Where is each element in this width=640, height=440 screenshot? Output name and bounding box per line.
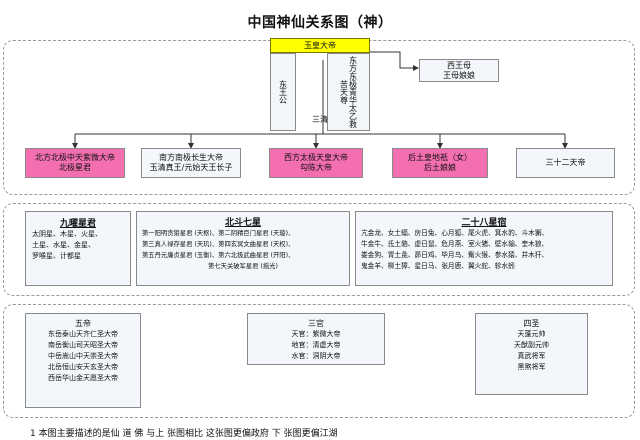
- ziwei-dadi-alias: 北极星君: [59, 163, 91, 172]
- wudi-row: 西岳华山金天愿圣大帝: [48, 374, 118, 382]
- jiuyao-row: 太阴星、木星、火星、: [32, 230, 102, 238]
- wudi-title: 五帝: [75, 319, 91, 328]
- wangmu-niangniang-label: 王母娘娘: [443, 70, 475, 80]
- ershiba-row: 娄金狗、胃土彘、昴日鸡、毕月乌、觜火猴、参水猿、井木犴、: [361, 251, 549, 259]
- sisheng-row: 黑煞将军: [517, 363, 546, 371]
- beidou-row: 第五丹元廉贞星君 (玉衡)、第六北极武曲星君 (开阳)、: [142, 252, 295, 259]
- jiuyao-row: 罗喉星、计都星: [32, 252, 81, 260]
- sisheng-box: 四圣 天蓬元帅 天猷副元帅 真武将军 黑煞将军: [475, 313, 588, 395]
- tianhuang-dadi-alias: 勾陈大帝: [300, 163, 332, 172]
- wudi-row: 南岳衡山司天昭圣大帝: [48, 341, 118, 349]
- dongfang-tianzun-box: 东方东极青华太乙救苦天尊: [327, 53, 370, 131]
- tianhuang-dadi-title: 西方太极天皇大帝: [284, 153, 348, 162]
- sanguan-row: 地官：清虚大帝: [291, 341, 341, 349]
- wudi-row: 中岳嵩山中天崇圣大帝: [48, 352, 118, 360]
- diagram-title: 中国神仙关系图（神）: [247, 15, 393, 31]
- sanguan-title: 三官: [308, 319, 324, 328]
- houtu-box: 后土皇地祇（女） 后土娘娘: [392, 148, 488, 178]
- ershiba-xingxiu-box: 二十八星宿 亢金龙、女土蝠、房日兔、心月狐、尾火虎、箕水豹、斗木獬、 牛金牛、氐…: [355, 211, 613, 286]
- dongwanggong-box: 东王公: [270, 53, 296, 131]
- xiwangmu-label: 西王母: [447, 60, 471, 70]
- sanguan-row: 天官：紫微大帝: [291, 330, 341, 338]
- beidou-title: 北斗七星: [224, 218, 261, 228]
- jiuyao-row: 土星、水星、金星、: [32, 241, 95, 249]
- jiuyao-box: 九曜星君 太阴星、木星、火星、 土星、水星、金星、 罗喉星、计都星: [25, 211, 131, 286]
- footer-note: 1 本图主要描述的是仙 道 佛 与上 张图相比 这张图更偏政府 下 张图更偏江湖: [30, 429, 338, 439]
- ershiba-row: 亢金龙、女土蝠、房日兔、心月狐、尾火虎、箕水豹、斗木獬、: [361, 229, 549, 237]
- beidou-box: 北斗七星 第一阳明贪狼星君 (天枢)、第二阴精巨门星君 (天璇)、 第三真人禄存…: [136, 211, 350, 286]
- sisheng-row: 真武将军: [517, 352, 546, 360]
- ershiba-xingxiu-title: 二十八星宿: [461, 218, 507, 228]
- sanguan-row: 水官：洞阴大帝: [291, 352, 341, 360]
- ziwei-dadi-title: 北方北极中天紫微大帝: [35, 153, 115, 162]
- yuhuang-dadi-label: 玉皇大帝: [304, 40, 336, 50]
- beidou-row: 第三真人禄存星君 (天玑)、第四玄冥文曲星君 (天权)、: [142, 241, 295, 248]
- sanguan-box: 三官 天官：紫微大帝 地官：清虚大帝 水官：洞阴大帝: [247, 313, 385, 365]
- changsheng-dadi-title: 南方南极长生大帝: [159, 153, 223, 162]
- tianhuang-dadi-box: 西方太极天皇大帝 勾陈大帝: [269, 148, 363, 178]
- changsheng-dadi-box: 南方南极长生大帝 玉清真王/元始天王长子: [141, 148, 241, 178]
- section-emperors-officials: [3, 304, 635, 418]
- sanqing-label: 三清: [312, 115, 328, 124]
- jiuyao-title: 九曜星君: [59, 219, 96, 229]
- sanshier-tiandi-box: 三十二天帝: [516, 148, 615, 178]
- sisheng-row: 天猷副元帅: [514, 341, 549, 349]
- dongfang-tianzun-label: 东方东极青华太乙救苦天尊: [339, 56, 358, 128]
- wudi-row: 北岳恒山安天玄圣大帝: [48, 363, 118, 371]
- wudi-row: 东岳泰山天齐仁圣大帝: [48, 330, 118, 338]
- dongwanggong-label: 东王公: [278, 80, 288, 104]
- ershiba-row: 牛金牛、氐土貉、虚日鼠、危月燕、室火猪、壁水貐、奎木狼、: [361, 240, 549, 248]
- ziwei-dadi-box: 北方北极中天紫微大帝 北极星君: [25, 148, 125, 178]
- xiwangmu-box: 西王母 王母娘娘: [419, 59, 499, 82]
- sanshier-tiandi-title: 三十二天帝: [545, 158, 586, 167]
- houtu-title: 后土皇地祇（女）: [408, 153, 472, 162]
- section-star-lords: [3, 203, 635, 296]
- changsheng-dadi-alias: 玉清真王/元始天王长子: [149, 163, 233, 172]
- ershiba-row: 鬼金羊、柳土獐、星日马、张月鹿、翼火蛇、轸水蚓: [361, 262, 515, 270]
- yuhuang-dadi-box: 玉皇大帝: [270, 38, 370, 53]
- sisheng-title: 四圣: [523, 319, 540, 328]
- beidou-row: 第一阳明贪狼星君 (天枢)、第二阴精巨门星君 (天璇)、: [142, 230, 295, 237]
- wudi-box: 五帝 东岳泰山天齐仁圣大帝 南岳衡山司天昭圣大帝 中岳嵩山中天崇圣大帝 北岳恒山…: [25, 313, 141, 408]
- houtu-alias: 后土娘娘: [424, 163, 456, 172]
- sisheng-row: 天蓬元帅: [517, 330, 546, 338]
- beidou-row: 第七天关破军星君 (摇光): [208, 263, 278, 270]
